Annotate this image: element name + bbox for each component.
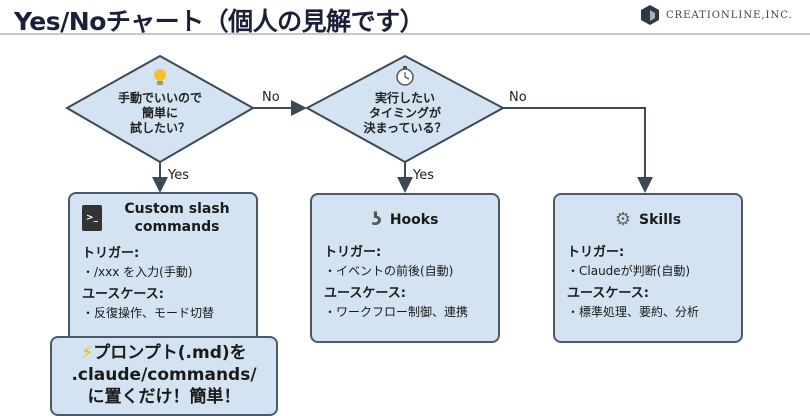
stopwatch-icon <box>396 66 414 86</box>
box-title: Hooks <box>389 212 439 228</box>
edge-label-no-2: No <box>509 90 527 105</box>
callout-line: に置くだけ！簡単！ <box>87 387 241 407</box>
decision-line: タイミングが <box>368 106 441 120</box>
usecase-value: ・標準処理、要約、分析 <box>567 305 700 319</box>
decision-line: 簡単に <box>141 106 178 120</box>
decision-line: 手動でいいので <box>117 91 202 105</box>
trigger-value: ・Claudeが判断(自動) <box>567 264 691 278</box>
decision-line: 実行したい <box>374 91 435 105</box>
usecase-label: ユースケース: <box>324 286 406 301</box>
trigger-label: トリガー: <box>82 246 140 261</box>
trigger-value: ・/xxx を入力(手動) <box>82 265 193 279</box>
usecase-value: ・反復操作、モード切替 <box>82 306 215 320</box>
logo-text: CREATIONLINE,INC. <box>666 9 793 21</box>
page-title: Yes/Noチャート（個人の見解です） <box>14 7 425 36</box>
callout-line: プロンプト(.md)を <box>93 343 247 363</box>
usecase-label: ユースケース: <box>82 287 164 302</box>
arrow-no-2 <box>503 107 653 193</box>
usecase-value: ・ワークフロー制御、連携 <box>324 305 469 319</box>
lightbulb-icon <box>154 69 166 85</box>
edge-label-no-1: No <box>262 90 280 105</box>
result-box-hooks: ʖ Hooks トリガー: ・イベントの前後(自動) ユースケース: ・ワークフロ… <box>310 193 500 343</box>
box-title: Skills <box>639 212 682 228</box>
terminal-icon: >_ <box>82 205 103 231</box>
gear-icon: ⚙ <box>614 209 631 230</box>
decision-1-text: 手動でいいので 簡単に 試したい？ <box>95 91 225 136</box>
edge-label-yes-1: Yes <box>168 168 189 183</box>
lightning-icon: ⚡ <box>81 343 94 363</box>
decision-line: 決まっている？ <box>363 121 447 135</box>
flowchart-connectors <box>64 54 653 193</box>
result-box-custom-slash-commands: >_ Custom slash commands トリガー: ・/xxx を入力(… <box>68 192 258 352</box>
usecase-label: ユースケース: <box>567 286 649 301</box>
logo-cube-icon <box>641 5 659 25</box>
trigger-value: ・イベントの前後(自動) <box>324 264 454 278</box>
decision-line: 試したい？ <box>129 121 190 135</box>
decision-2-text: 実行したい タイミングが 決まっている？ <box>340 91 470 136</box>
hook-icon: ʖ <box>371 209 382 230</box>
callout-bubble: ⚡プロンプト(.md)を .claude/commands/ に置くだけ！簡単！ <box>50 336 278 416</box>
callout-line: .claude/commands/ <box>71 365 257 385</box>
header-divider <box>0 33 810 35</box>
box-title: Custom slash commands <box>124 201 230 235</box>
trigger-label: トリガー: <box>324 245 382 260</box>
company-logo: CREATIONLINE,INC. <box>640 4 793 26</box>
edge-label-yes-2: Yes <box>413 168 434 183</box>
trigger-label: トリガー: <box>567 245 625 260</box>
result-box-skills: ⚙ Skills トリガー: ・Claudeが判断(自動) ユースケース: ・標準… <box>553 193 743 343</box>
